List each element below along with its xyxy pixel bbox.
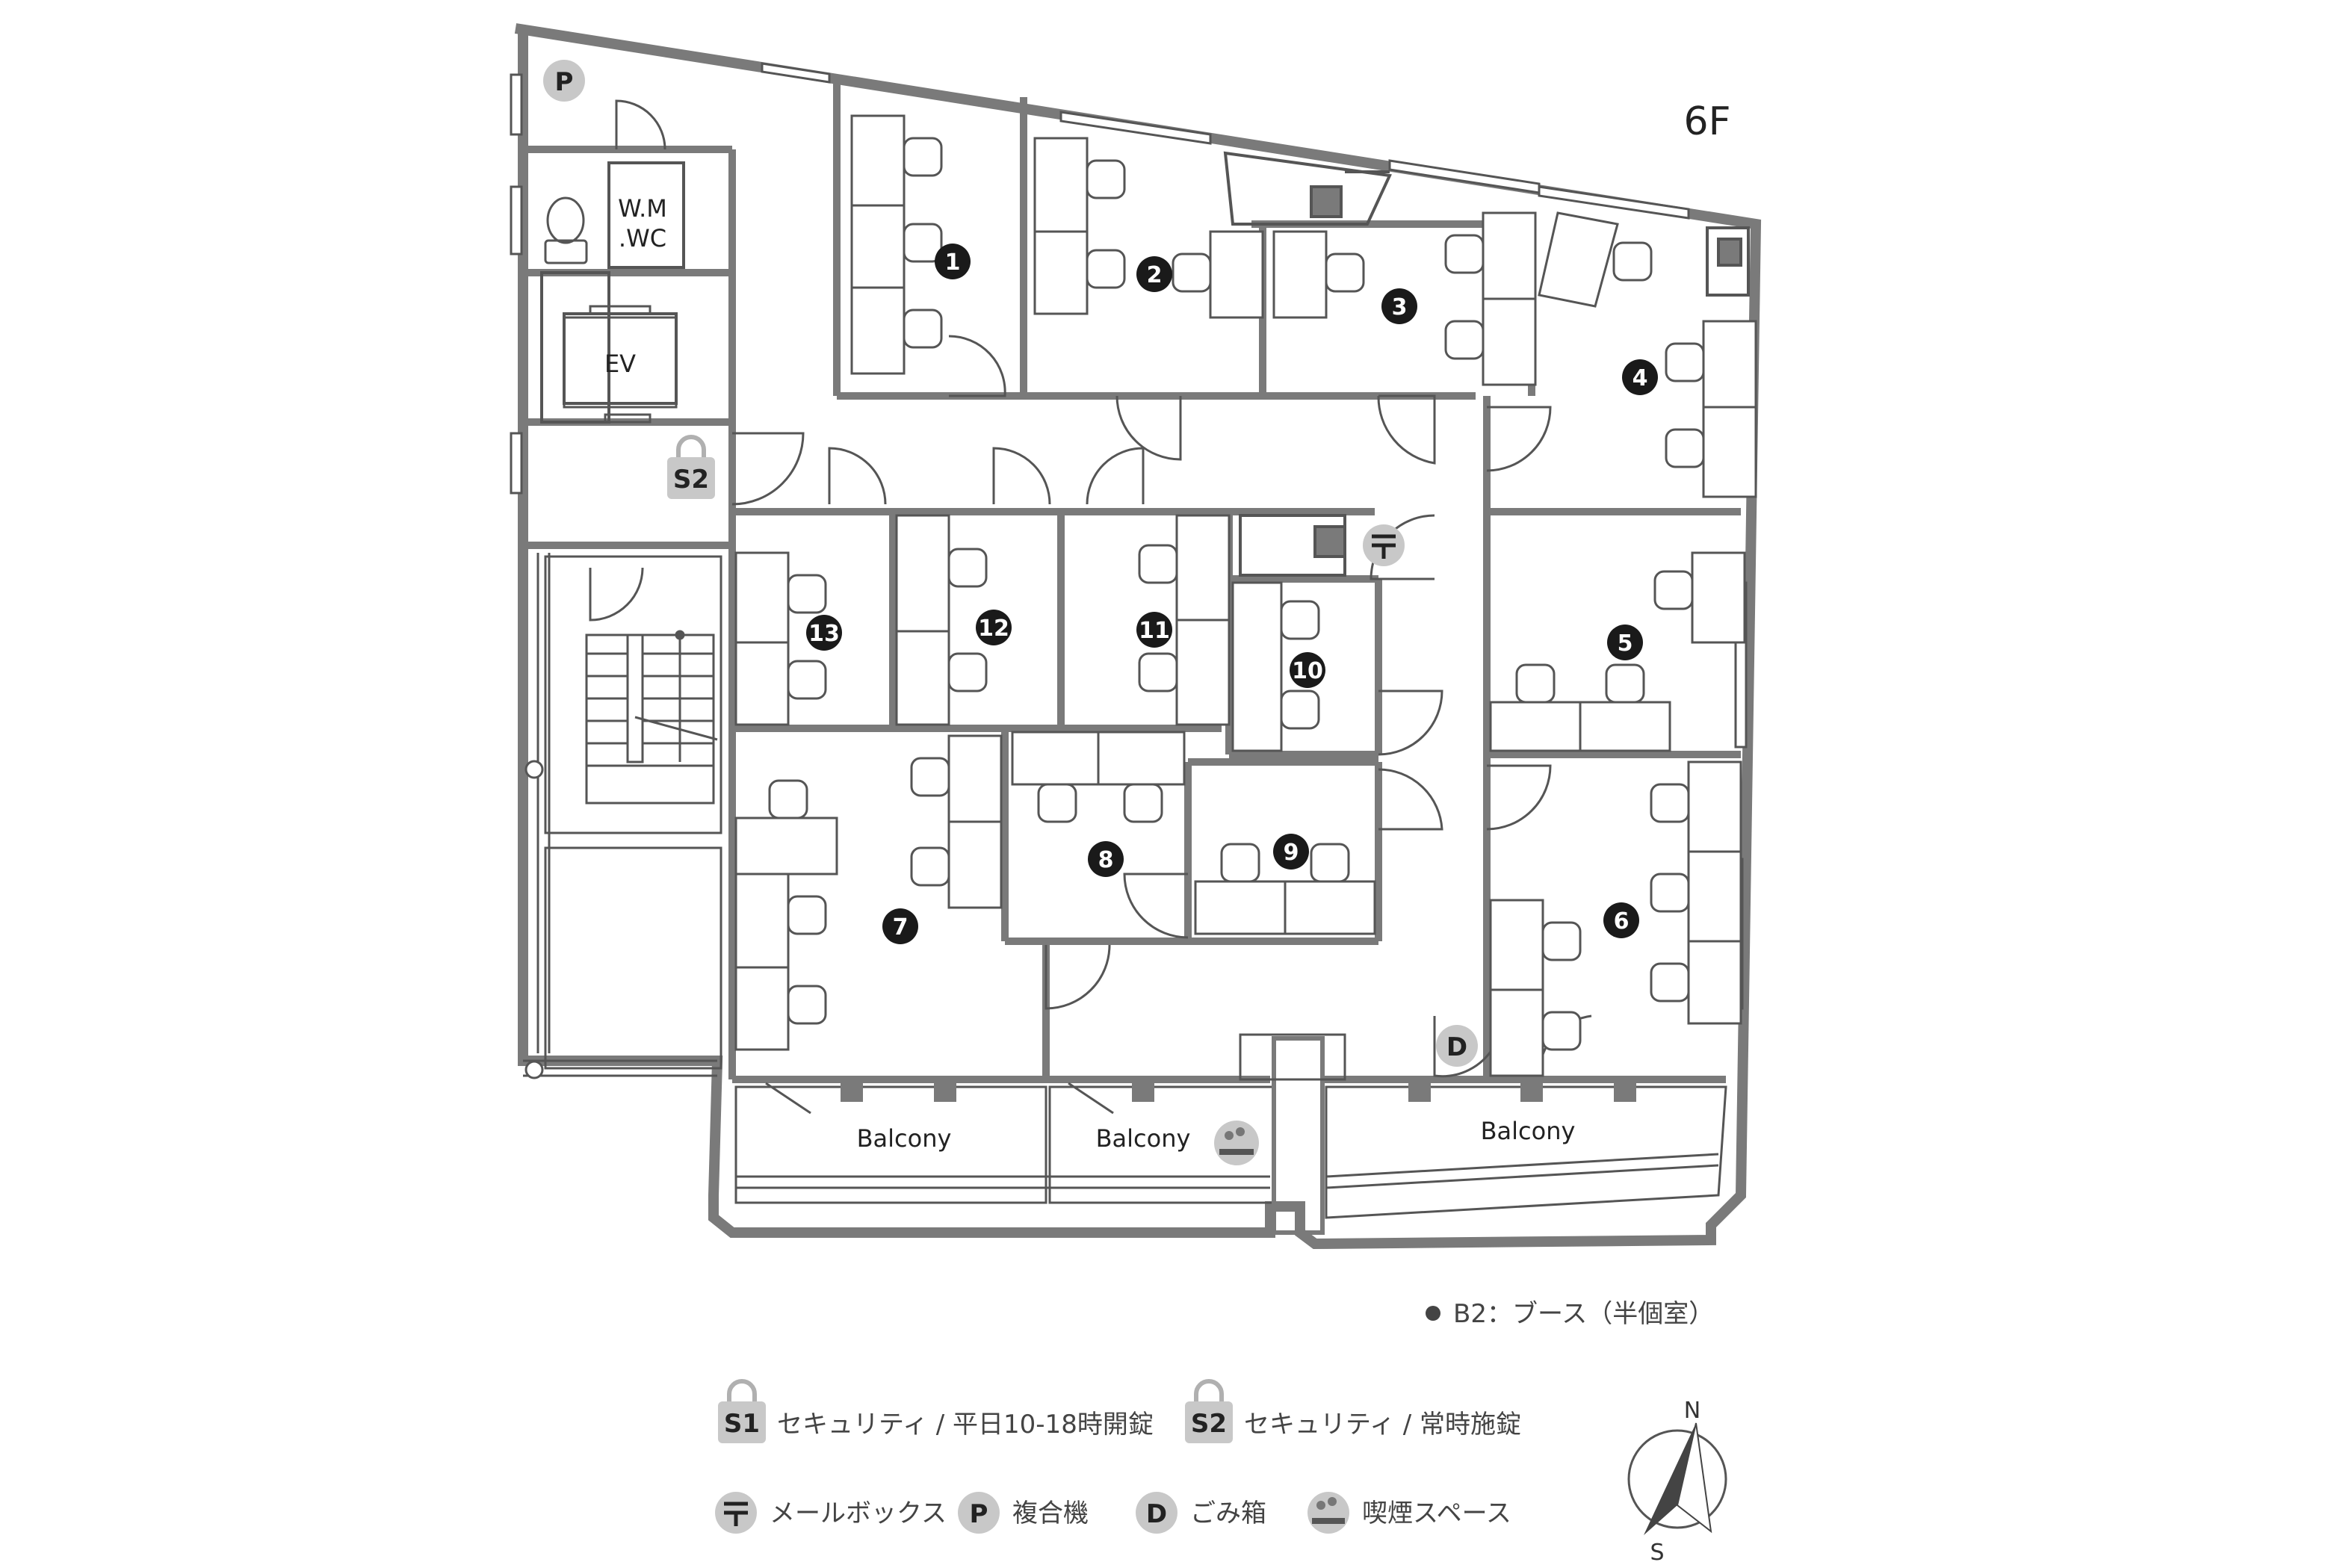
svg-text:10: 10 [1292, 658, 1323, 684]
room-marker: 6 [1603, 902, 1639, 938]
room-markers: 1 2 3 4 5 6 7 8 9 10 11 12 13 [806, 244, 1658, 944]
svg-text:3: 3 [1392, 294, 1408, 320]
svg-text:P: P [970, 1499, 988, 1529]
compass-icon: N S [1627, 1398, 1727, 1566]
room-marker: 7 [882, 908, 918, 944]
mailbox-icon [1363, 524, 1405, 566]
room-marker: 10 [1290, 652, 1325, 688]
legend: B2：ブース（半個室） S1 セキュリティ / 平日10-18時開錠 S2 セキ… [715, 1299, 1714, 1534]
svg-text:S1: S1 [724, 1409, 760, 1439]
balcony-posts [841, 1079, 1636, 1102]
legend-s1-text: セキュリティ / 平日10-18時開錠 [777, 1410, 1154, 1440]
balcony-1-label: Balcony [857, 1124, 952, 1153]
elevator [563, 305, 678, 424]
wc-label: .WC [619, 224, 666, 252]
compass-south: S [1650, 1540, 1664, 1566]
svg-text:S2: S2 [1191, 1409, 1227, 1439]
outer-walls [514, 23, 1762, 1250]
svg-text:2: 2 [1147, 262, 1163, 288]
svg-text:7: 7 [893, 914, 909, 941]
wm-label: W.M [618, 194, 667, 223]
svg-text:11: 11 [1139, 618, 1170, 644]
room-marker: 5 [1607, 625, 1643, 660]
room-marker: 2 [1136, 256, 1172, 292]
legend-mailbox-text: メールボックス [770, 1499, 947, 1528]
svg-text:12: 12 [978, 616, 1009, 642]
svg-text:13: 13 [808, 621, 840, 647]
balcony-2-label: Balcony [1096, 1124, 1191, 1153]
legend-smoking-icon [1307, 1492, 1349, 1534]
legend-printer-icon: P [958, 1492, 1000, 1534]
svg-text:9: 9 [1284, 840, 1299, 866]
room-marker: 4 [1622, 359, 1658, 395]
legend-s2-lock-icon: S2 [1185, 1379, 1233, 1443]
legend-dust-text: ごみ箱 [1190, 1499, 1266, 1528]
svg-text:S2: S2 [673, 465, 709, 495]
legend-printer-text: 複合機 [1012, 1499, 1089, 1528]
room-marker: 11 [1136, 612, 1172, 648]
svg-text:1: 1 [945, 250, 961, 276]
room-marker: 3 [1381, 288, 1417, 324]
compass-north: N [1684, 1398, 1700, 1424]
room-marker: 9 [1273, 834, 1309, 870]
legend-s1-lock-icon: S1 [718, 1379, 766, 1443]
floor-label: 6F [1684, 99, 1731, 144]
toilet-icon [544, 196, 588, 264]
outer-walls-thin [523, 553, 717, 1077]
booth-dot-icon [1426, 1306, 1440, 1321]
legend-booth: B2：ブース（半個室） [1453, 1299, 1714, 1329]
svg-text:P: P [555, 67, 574, 97]
smoking-icon [1214, 1121, 1259, 1165]
windows-top [510, 62, 1748, 1010]
stairwell [524, 555, 722, 1079]
svg-text:6: 6 [1614, 908, 1630, 935]
room-marker: 12 [976, 610, 1012, 645]
desks [734, 114, 1757, 1077]
svg-text:D: D [1146, 1499, 1167, 1529]
balcony-3-label: Balcony [1481, 1117, 1576, 1145]
legend-dust-box-icon: D [1136, 1492, 1177, 1534]
svg-text:4: 4 [1633, 365, 1648, 391]
legend-s2-text: セキュリティ / 常時施錠 [1244, 1410, 1521, 1440]
svg-text:8: 8 [1098, 847, 1114, 873]
svg-text:D: D [1446, 1032, 1467, 1062]
elevator-label: EV [604, 350, 636, 378]
printer-icon: P [543, 60, 585, 102]
legend-smoking-text: 喫煙スペース [1362, 1499, 1511, 1528]
room-marker: 13 [806, 615, 842, 651]
balconies [734, 1033, 1727, 1235]
svg-text:5: 5 [1618, 630, 1633, 657]
dust-box-icon: D [1436, 1025, 1478, 1067]
legend-mailbox-icon [715, 1492, 757, 1534]
room-marker: 1 [935, 244, 971, 279]
chairs [768, 137, 1705, 1051]
security-lock-icon: S2 [667, 435, 715, 499]
room-marker: 8 [1088, 841, 1124, 877]
